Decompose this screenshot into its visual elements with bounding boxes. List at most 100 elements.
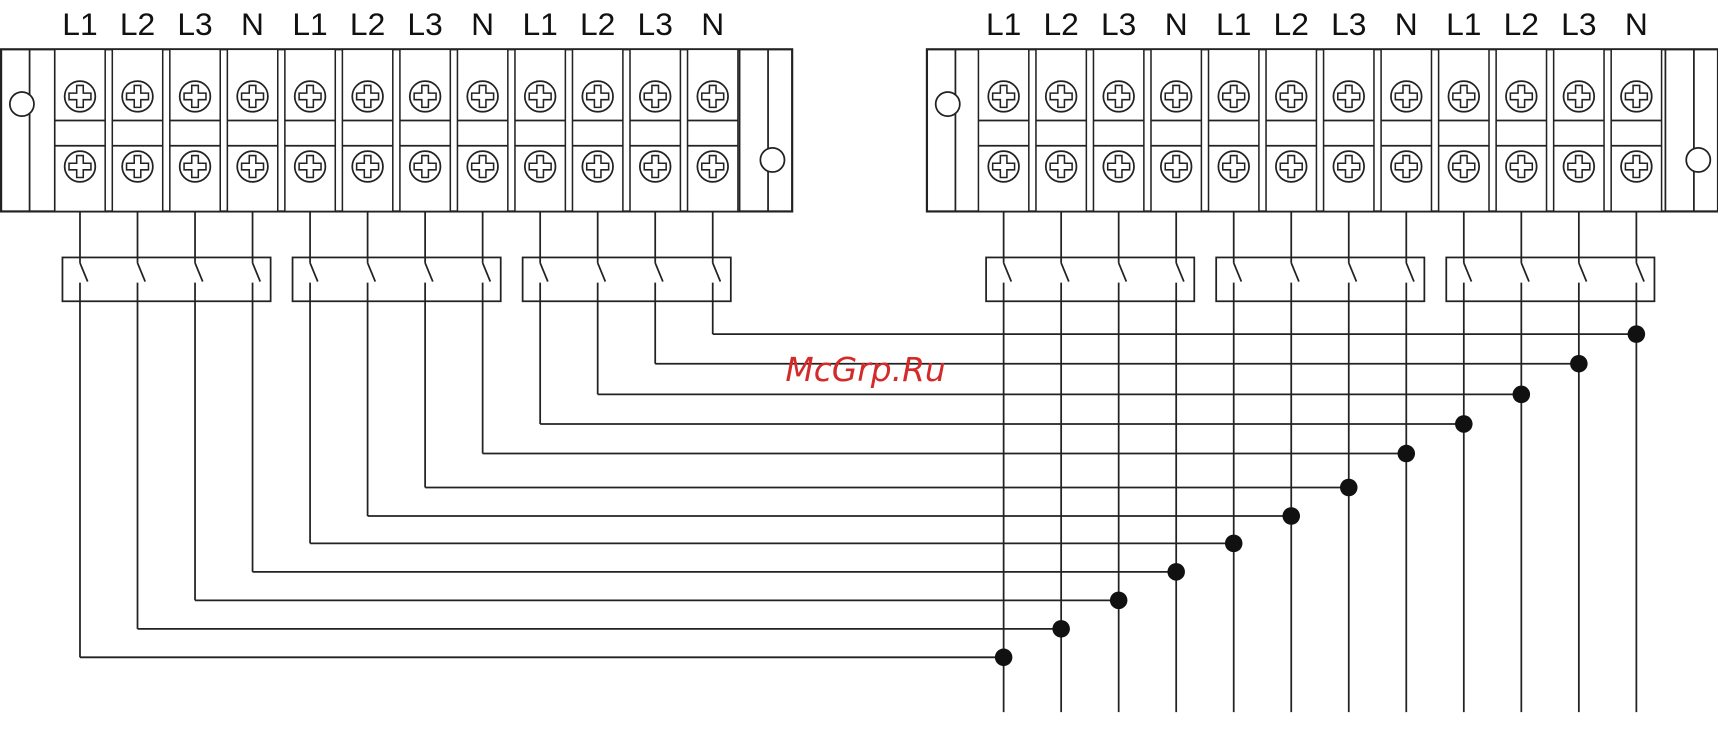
screw-head bbox=[523, 150, 557, 183]
terminal-cell-frame bbox=[629, 48, 682, 213]
screw-head bbox=[63, 80, 97, 113]
screw-head bbox=[178, 150, 212, 183]
screw-head bbox=[466, 80, 499, 113]
left-breaker bbox=[61, 256, 272, 303]
screw-icon bbox=[408, 150, 442, 183]
screw-head bbox=[1102, 150, 1135, 183]
terminal-cell-frame bbox=[571, 48, 624, 213]
left-terminal-label: L2 bbox=[120, 6, 155, 42]
terminal-cell bbox=[571, 48, 624, 213]
screw-icon bbox=[581, 80, 614, 113]
terminal-cell bbox=[1437, 48, 1490, 213]
breaker-box bbox=[291, 256, 502, 303]
terminal-cell-frame bbox=[341, 48, 394, 213]
right-terminal-label: N bbox=[1395, 6, 1418, 42]
screw-cross bbox=[1337, 154, 1361, 179]
screw-cross bbox=[1394, 154, 1419, 179]
breakers bbox=[61, 256, 1656, 303]
screw-head bbox=[466, 150, 499, 183]
terminal-cell bbox=[284, 48, 337, 213]
terminal-cell bbox=[1495, 48, 1548, 213]
terminal-cell bbox=[514, 48, 567, 213]
screw-head bbox=[1332, 150, 1365, 183]
wires bbox=[79, 211, 1646, 713]
terminal-cell-frame bbox=[1150, 48, 1203, 213]
screw-cross bbox=[125, 154, 150, 179]
switch-contact-icon bbox=[1060, 262, 1070, 282]
junction-dot bbox=[1167, 563, 1185, 581]
screw-icon bbox=[1505, 80, 1538, 113]
screw-head bbox=[1505, 80, 1538, 113]
terminal-strips bbox=[0, 48, 1718, 213]
left-terminal-label: N bbox=[701, 6, 724, 42]
terminal-cell-frame bbox=[456, 48, 509, 213]
screw-cross bbox=[1567, 154, 1591, 179]
right-terminal-label: L3 bbox=[1331, 6, 1366, 42]
switch-contact-icon bbox=[309, 262, 319, 282]
screw-icon bbox=[1562, 80, 1596, 113]
screw-icon bbox=[1217, 80, 1250, 113]
screw-icon bbox=[638, 80, 672, 113]
watermark: McGrp.Ru bbox=[785, 350, 945, 389]
terminal-cell-frame bbox=[1610, 48, 1663, 213]
terminal-cell-frame bbox=[1437, 48, 1490, 213]
right-terminal-label: L3 bbox=[1561, 6, 1596, 42]
terminal-cell bbox=[1322, 48, 1375, 213]
screw-head bbox=[293, 80, 327, 113]
junction-dot bbox=[994, 648, 1013, 667]
screw-icon bbox=[293, 150, 327, 183]
terminal-cell bbox=[1092, 48, 1145, 213]
right-terminal-label: N bbox=[1625, 6, 1648, 42]
screw-icon bbox=[638, 150, 672, 183]
screw-cross bbox=[1337, 84, 1361, 109]
terminal-cell bbox=[456, 48, 509, 213]
terminal-cell bbox=[1552, 48, 1605, 213]
switch-contact-icon bbox=[596, 262, 607, 282]
screw-cross bbox=[1509, 84, 1534, 109]
screw-cross bbox=[1049, 154, 1073, 179]
terminal-cell-frame bbox=[1552, 48, 1605, 213]
screw-cross bbox=[1279, 84, 1303, 109]
screw-icon bbox=[1620, 150, 1653, 183]
screw-head bbox=[1332, 80, 1365, 113]
switch-contact-icon bbox=[481, 262, 492, 282]
screw-cross bbox=[125, 84, 150, 109]
screw-icon bbox=[1102, 150, 1135, 183]
screw-icon bbox=[1332, 80, 1365, 113]
screw-cross bbox=[183, 84, 207, 109]
screw-cross bbox=[1394, 84, 1419, 109]
screw-icon bbox=[63, 80, 97, 113]
switch-contact-icon bbox=[1635, 262, 1645, 282]
junction-dot bbox=[1282, 507, 1301, 525]
screw-head bbox=[351, 80, 384, 113]
screw-head bbox=[696, 80, 729, 113]
left-terminal-label: L1 bbox=[62, 6, 97, 42]
screw-icon bbox=[466, 150, 499, 183]
screw-icon bbox=[1447, 80, 1481, 113]
screw-icon bbox=[178, 150, 212, 183]
junction-dot bbox=[1224, 534, 1243, 553]
screw-icon bbox=[1447, 150, 1481, 183]
screw-head bbox=[293, 150, 327, 183]
junction-dot bbox=[1627, 325, 1646, 343]
terminal-cell-frame bbox=[1265, 48, 1318, 213]
terminal-cell-frame bbox=[1495, 48, 1548, 213]
screw-head bbox=[1217, 150, 1250, 183]
screw-cross bbox=[528, 154, 552, 179]
screw-head bbox=[63, 150, 97, 183]
switch-contact-icon bbox=[194, 262, 204, 282]
screw-cross bbox=[1164, 154, 1188, 179]
screw-cross bbox=[1106, 154, 1131, 179]
switch-contact-icon bbox=[1578, 262, 1588, 282]
switch-contact-icon bbox=[136, 262, 146, 282]
junction-dot bbox=[1512, 385, 1531, 404]
left-terminal-label: L3 bbox=[407, 6, 442, 42]
screw-cross bbox=[1049, 84, 1073, 109]
terminal-cell bbox=[111, 48, 164, 213]
screw-icon bbox=[178, 80, 212, 113]
screw-head bbox=[236, 150, 269, 183]
screw-head bbox=[1620, 80, 1653, 113]
switch-contact-icon bbox=[1405, 262, 1415, 282]
screw-cross bbox=[701, 154, 725, 179]
terminal-cell-frame bbox=[284, 48, 337, 213]
